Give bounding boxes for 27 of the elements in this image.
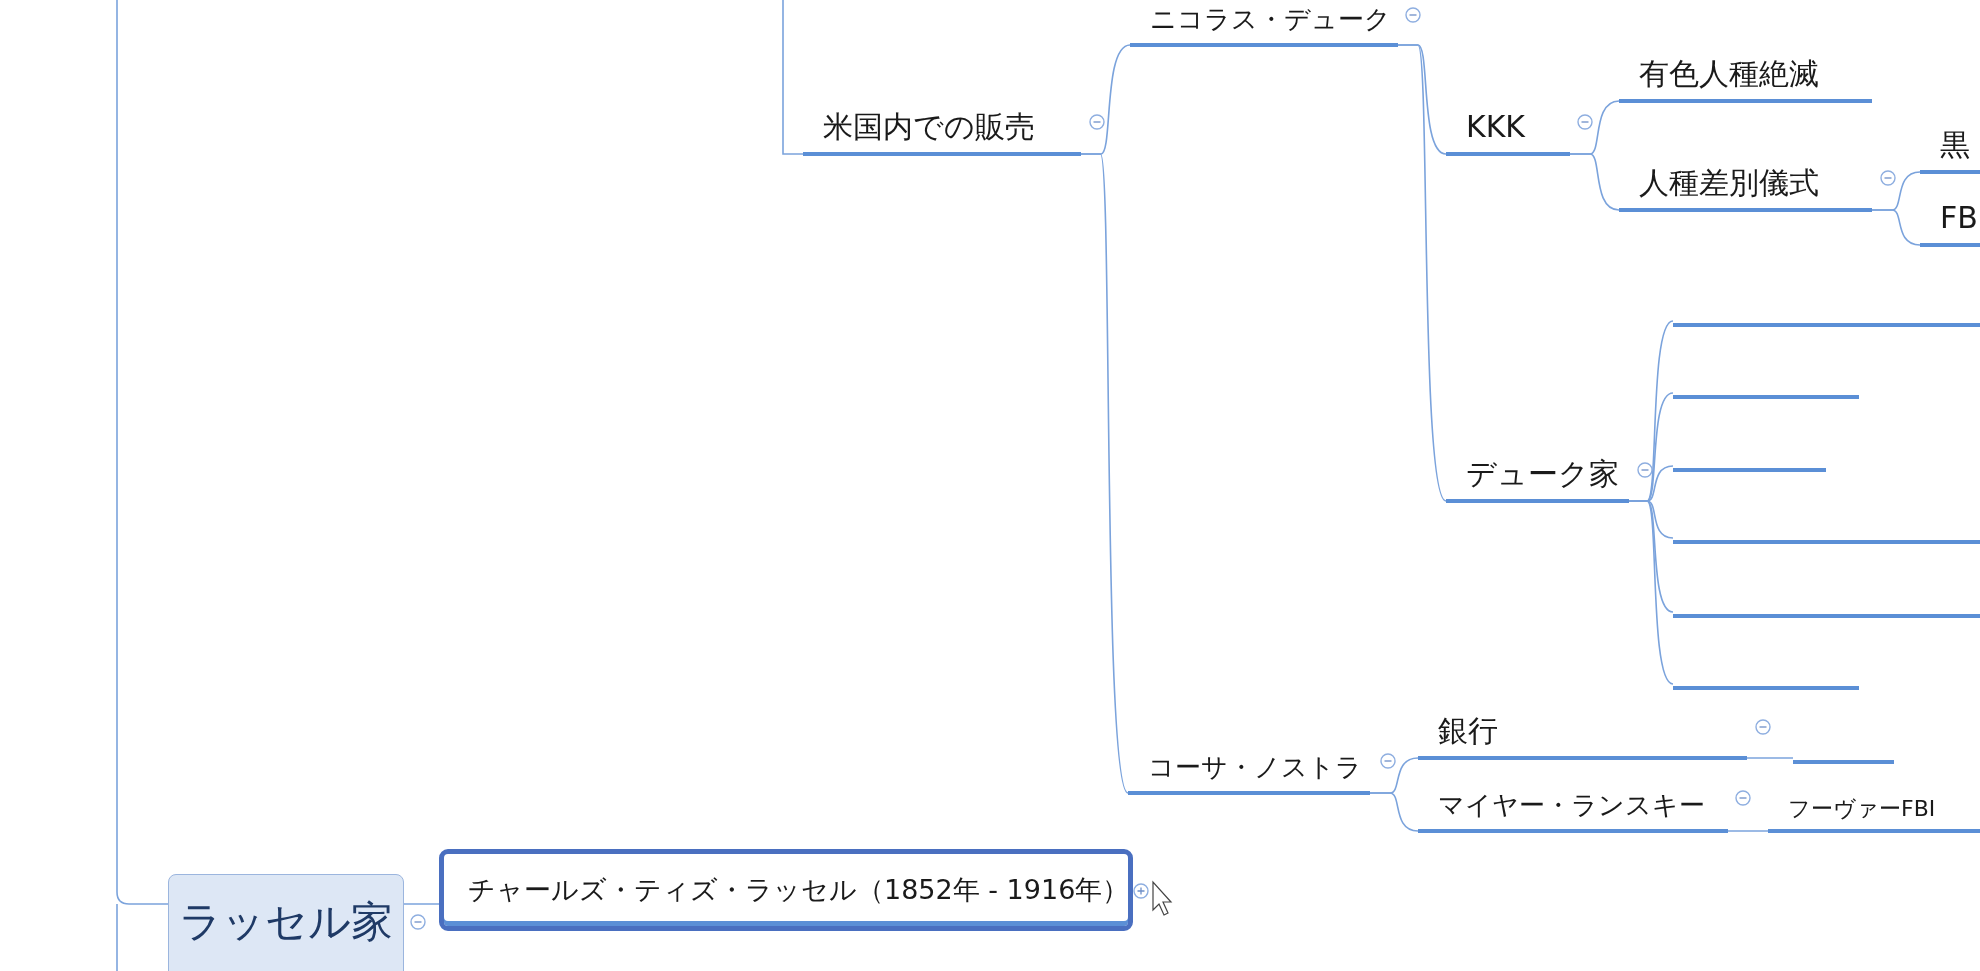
branch-connector: [1746, 757, 1794, 759]
branch-connector: [1727, 830, 1769, 832]
branch-connector: [1628, 500, 1674, 685]
topic-label: ニコラス・デューク: [1150, 5, 1391, 35]
branch-connector: [1397, 44, 1447, 502]
topic-label: フーヴァーFBI: [1788, 795, 1936, 821]
topic-label: チャールズ・ティズ・ラッセル（1852年 - 1916年）: [468, 874, 1130, 906]
branch-connector: [782, 0, 804, 155]
branch-connector: [1080, 153, 1129, 794]
topic-label: KKK: [1466, 109, 1526, 144]
topic-label: 銀行: [1438, 713, 1498, 748]
topic-label: 黒: [1940, 127, 1970, 162]
topic-label: ラッセル家: [179, 897, 393, 947]
topic-label: 有色人種絶滅: [1639, 56, 1819, 91]
branch-connector: [403, 903, 440, 905]
topic-label: マイヤー・ランスキー: [1438, 791, 1705, 821]
branch-connector: [1369, 792, 1419, 832]
topic-label: 人種差別儀式: [1639, 165, 1819, 200]
topic-label: デューク家: [1466, 456, 1619, 491]
branch-connector: [116, 0, 169, 905]
topic-label: FB: [1940, 200, 1978, 235]
branch-connector: [1569, 153, 1620, 211]
topic-label: 米国内での販売: [823, 109, 1035, 144]
selected-topic-box: [439, 849, 1133, 931]
topic-label: コーサ・ノストラ: [1148, 753, 1362, 783]
branch-connector: [1871, 209, 1921, 246]
root-topic-box: [168, 874, 404, 971]
